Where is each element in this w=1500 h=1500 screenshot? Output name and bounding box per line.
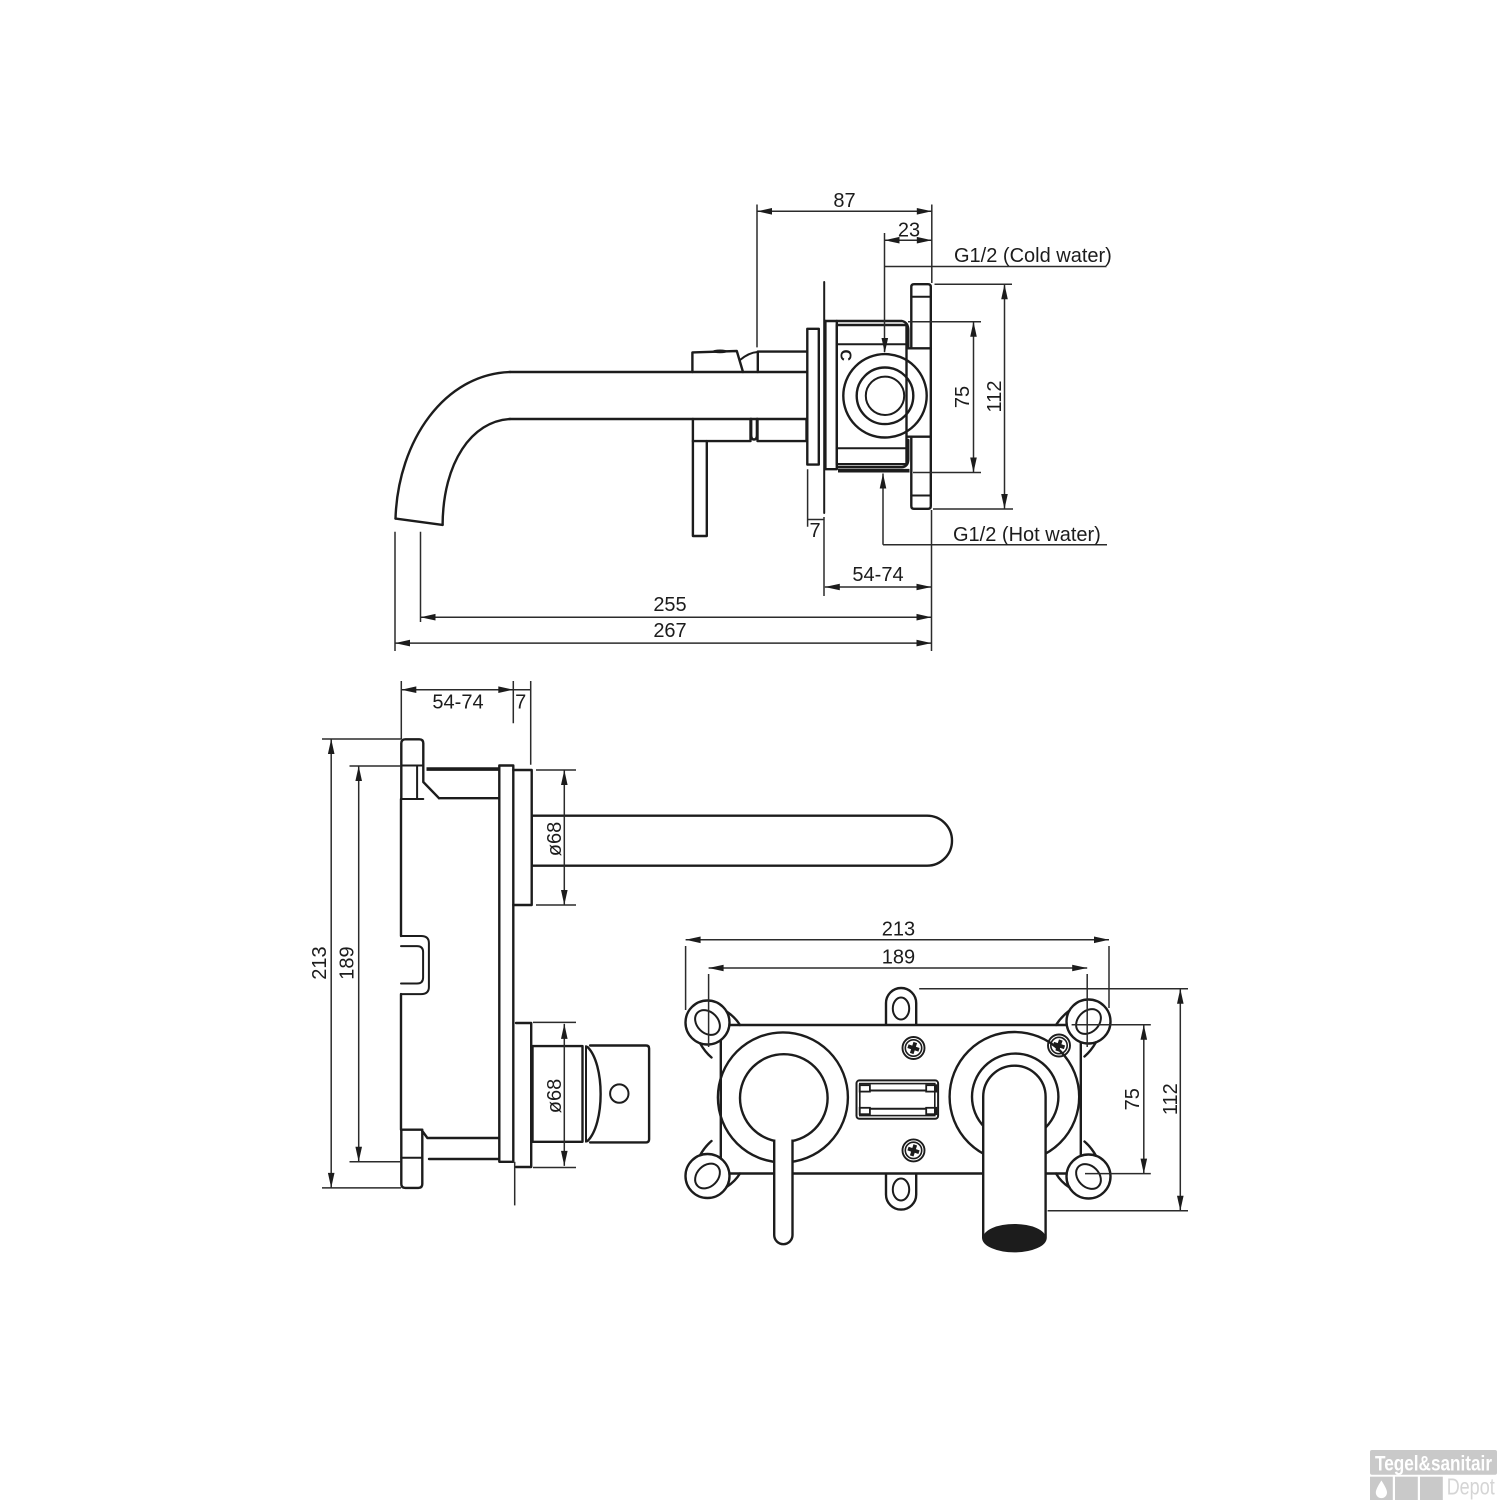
svg-text:Tegel&sanitair: Tegel&sanitair [1375, 1453, 1492, 1476]
svg-text:7: 7 [809, 520, 820, 542]
svg-text:267: 267 [653, 620, 686, 642]
svg-text:213: 213 [309, 946, 331, 979]
svg-text:ø68: ø68 [544, 1079, 566, 1113]
svg-text:G1/2 (Cold water): G1/2 (Cold water) [954, 245, 1112, 267]
svg-text:189: 189 [337, 946, 359, 979]
svg-text:G1/2 (Hot water): G1/2 (Hot water) [953, 524, 1101, 546]
svg-text:75: 75 [952, 386, 974, 408]
svg-text:87: 87 [833, 190, 855, 212]
svg-text:75: 75 [1122, 1088, 1144, 1110]
svg-text:ø68: ø68 [544, 822, 566, 856]
svg-text:Depot: Depot [1447, 1474, 1495, 1500]
svg-text:189: 189 [882, 947, 915, 969]
svg-text:255: 255 [653, 594, 686, 616]
svg-text:54-74: 54-74 [852, 564, 903, 586]
svg-text:23: 23 [898, 220, 920, 242]
svg-text:112: 112 [1160, 1083, 1182, 1115]
svg-text:213: 213 [882, 918, 915, 940]
svg-text:54-74: 54-74 [432, 692, 483, 714]
svg-text:112: 112 [984, 381, 1006, 413]
svg-text:7: 7 [515, 692, 526, 714]
svg-text:C: C [837, 350, 854, 362]
